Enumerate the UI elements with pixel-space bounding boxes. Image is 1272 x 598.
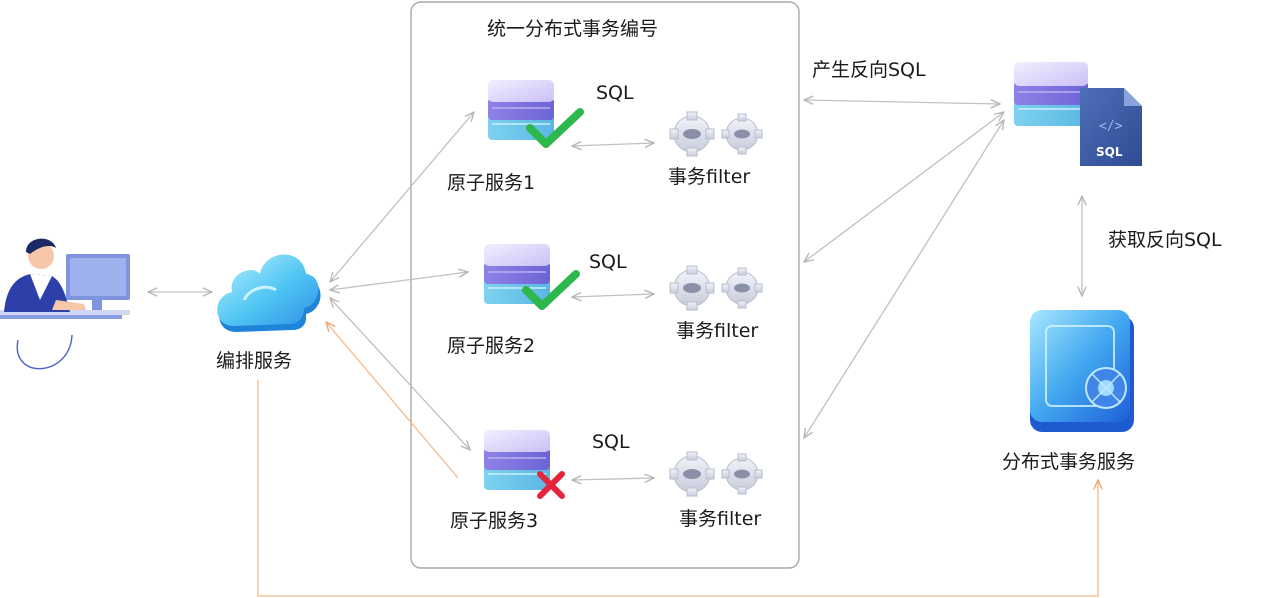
filter2-gears-icon [669, 265, 763, 311]
sql-badge: SQL [1096, 145, 1123, 159]
service3-sql-label: SQL [592, 431, 630, 453]
service1-sql-label: SQL [596, 82, 634, 104]
produce-reverse-sql-label: 产生反向SQL [812, 59, 926, 81]
orchestrator-cloud-icon [217, 254, 321, 332]
service2-sql-label: SQL [589, 251, 627, 273]
service1-filter-label: 事务filter [668, 166, 751, 188]
service2-name: 原子服务2 [447, 335, 536, 357]
arrow-orchestrator-service1 [330, 112, 474, 282]
service1-db-icon [488, 80, 554, 140]
dts-label: 分布式事务服务 [1002, 451, 1136, 473]
arrow-service1-filter [572, 143, 654, 146]
service3-db-icon [484, 430, 550, 490]
service3-filter-label: 事务filter [679, 508, 762, 530]
container-title: 统一分布式事务编号 [487, 18, 659, 40]
service2-db-icon [484, 244, 550, 304]
service3-cross-icon [537, 471, 565, 499]
service2-filter-label: 事务filter [676, 320, 759, 342]
arrow-service2-filter [572, 294, 654, 297]
service1-name: 原子服务1 [447, 172, 536, 194]
orchestrator-label: 编排服务 [216, 350, 293, 372]
arrow-filter1-reverse-sql [804, 100, 1000, 104]
arrow-orchestrator-service2 [330, 272, 468, 290]
arrow-service3-rollback [326, 322, 459, 479]
user-computer-icon [0, 238, 130, 370]
service3-name: 原子服务3 [450, 510, 539, 532]
sql-document-icon: </> [1080, 88, 1142, 166]
filter3-gears-icon [669, 451, 763, 497]
arrow-filter2-reverse-sql [804, 112, 1004, 262]
service1-check-icon [526, 108, 584, 148]
connectors [148, 100, 1082, 480]
dts-safe-icon [1030, 310, 1134, 432]
service2-check-icon [522, 270, 580, 310]
arrow-service3-filter [572, 478, 654, 480]
filter1-gears-icon [669, 111, 763, 157]
fetch-reverse-sql-label: 获取反向SQL [1108, 229, 1222, 251]
arrow-filter3-reverse-sql [804, 120, 1004, 438]
reverse-sql-db-icon [1014, 62, 1088, 126]
arrow-orchestrator-service3 [330, 298, 470, 450]
arrow-orchestrator-dts [257, 380, 1098, 597]
svg-text:</>: </> [1099, 119, 1123, 134]
rollback-connectors [257, 322, 1098, 597]
